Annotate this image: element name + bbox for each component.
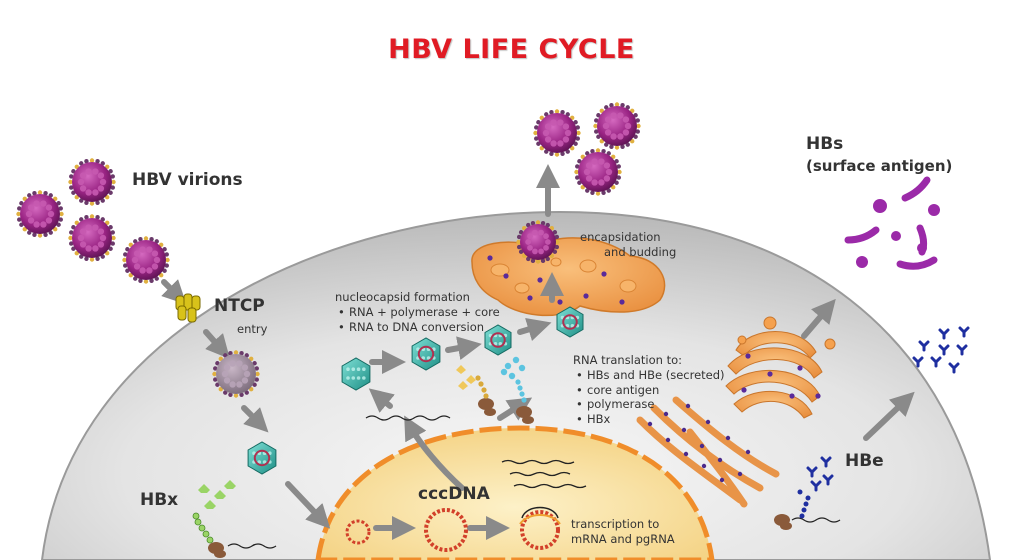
hbx-label: HBx bbox=[140, 490, 179, 510]
capsid bbox=[247, 441, 277, 475]
virion bbox=[574, 148, 622, 196]
capsid bbox=[341, 357, 371, 391]
hbe-particle bbox=[918, 340, 930, 352]
entry-label: entry bbox=[237, 322, 268, 336]
translation-item: core antigen bbox=[576, 383, 725, 398]
hbs-particle bbox=[891, 231, 901, 241]
page-title: HBV LIFE CYCLE bbox=[388, 34, 635, 65]
hbe-label: HBe bbox=[845, 451, 884, 471]
virion bbox=[212, 350, 260, 398]
nucleocapsid-item: RNA to DNA conversion bbox=[338, 320, 500, 335]
virion bbox=[68, 158, 116, 206]
virions-label: HBV virions bbox=[132, 170, 243, 190]
surface-protein bbox=[601, 271, 607, 277]
cell-membrane bbox=[40, 210, 992, 560]
core-beads bbox=[500, 356, 527, 403]
translation-item: polymerase bbox=[576, 397, 725, 412]
surface-protein bbox=[537, 277, 543, 283]
hbe-particle bbox=[956, 344, 968, 356]
hbs-particle bbox=[856, 256, 868, 268]
translation-block: RNA translation to: HBs and HBe (secrete… bbox=[573, 353, 725, 426]
surface-protein bbox=[745, 353, 751, 359]
hbe-particles bbox=[806, 326, 970, 492]
hbx-chain bbox=[192, 512, 214, 544]
virion bbox=[16, 190, 64, 238]
hbs-filament bbox=[896, 256, 938, 270]
hbs-particles bbox=[844, 176, 940, 270]
capsid bbox=[556, 306, 584, 338]
virion bbox=[516, 220, 560, 264]
hbs-title-label: HBs bbox=[806, 134, 844, 154]
surface-protein bbox=[487, 255, 493, 261]
ntcp-receptor bbox=[175, 293, 201, 323]
hbe-chain bbox=[797, 489, 811, 519]
virion bbox=[122, 236, 170, 284]
hbx-proteins bbox=[198, 480, 236, 509]
encapsidation-label-2: and budding bbox=[604, 245, 677, 259]
surface-protein bbox=[583, 293, 589, 299]
polymerase-proteins bbox=[456, 365, 476, 390]
hbe-particle bbox=[958, 326, 970, 338]
pathway-arrows bbox=[161, 164, 915, 540]
virion bbox=[68, 214, 116, 262]
encapsidation-label-1: encapsidation bbox=[580, 230, 661, 244]
hbe-particle bbox=[938, 344, 950, 356]
virion bbox=[533, 109, 581, 157]
hbs-filament bbox=[916, 224, 928, 256]
ntcp-label: NTCP bbox=[214, 296, 265, 316]
nucleocapsid-heading: nucleocapsid formation bbox=[335, 290, 470, 304]
virion bbox=[593, 102, 641, 150]
transcription-label-1: transcription to bbox=[571, 517, 660, 531]
hbe-particle bbox=[820, 456, 832, 468]
transcription-label-2: mRNA and pgRNA bbox=[571, 532, 675, 546]
hbe-particle bbox=[948, 362, 960, 374]
translation-item: HBs and HBe (secreted) bbox=[576, 368, 725, 383]
hbs-filament bbox=[844, 226, 880, 244]
polymerase-beads bbox=[475, 375, 489, 399]
hbe-particle bbox=[806, 466, 818, 478]
hbe-particle bbox=[912, 356, 924, 368]
nucleus bbox=[315, 425, 715, 560]
surface-protein bbox=[767, 371, 773, 377]
translation-heading: RNA translation to: bbox=[573, 353, 683, 367]
surface-protein bbox=[527, 295, 533, 301]
hbe-particle bbox=[930, 356, 942, 368]
surface-protein bbox=[741, 387, 747, 393]
translation-item: HBx bbox=[576, 412, 725, 427]
surface-protein bbox=[557, 299, 563, 305]
virions bbox=[16, 102, 641, 398]
surface-protein bbox=[789, 393, 795, 399]
hbe-particle bbox=[822, 474, 834, 486]
ribosomes bbox=[208, 398, 792, 558]
er-surface-proteins bbox=[487, 255, 821, 399]
surface-protein bbox=[815, 393, 821, 399]
hbs-filament bbox=[901, 176, 931, 202]
hbe-particle bbox=[938, 328, 950, 340]
hbs-particle bbox=[928, 204, 940, 216]
mrna-strands bbox=[227, 415, 841, 549]
hbs-subtitle-label: (surface antigen) bbox=[806, 157, 953, 175]
surface-protein bbox=[503, 273, 509, 279]
nucleocapsid-item: RNA + polymerase + core bbox=[338, 305, 500, 320]
nucleocapsids bbox=[247, 306, 584, 475]
nucleocapsid-block: nucleocapsid formation RNA + polymerase … bbox=[335, 290, 500, 334]
hbe-particle bbox=[810, 480, 822, 492]
hbs-particle bbox=[873, 199, 887, 213]
cccdna-label: cccDNA bbox=[418, 484, 490, 504]
cccdna-rings bbox=[345, 506, 561, 552]
surface-protein bbox=[797, 365, 803, 371]
capsid bbox=[411, 337, 441, 371]
surface-protein bbox=[619, 299, 625, 305]
